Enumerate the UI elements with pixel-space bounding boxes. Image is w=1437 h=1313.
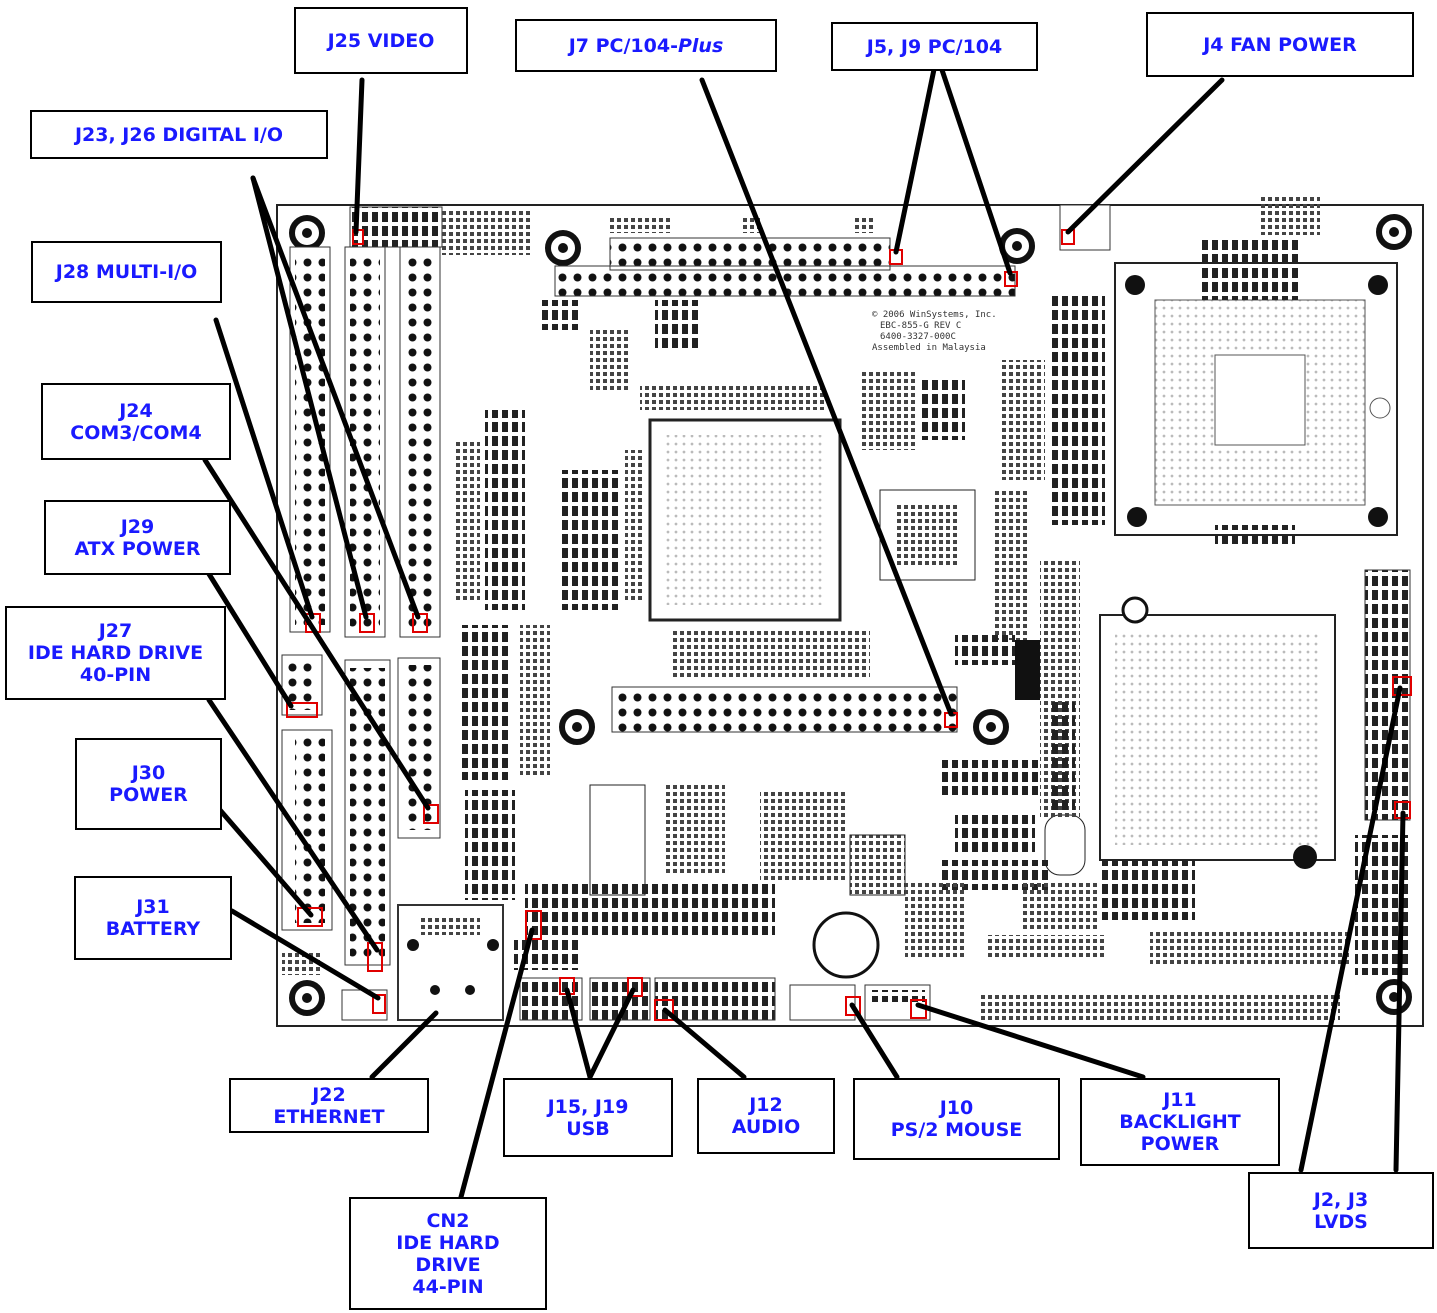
- label-j22-ethernet: J22 ETHERNET: [229, 1078, 429, 1133]
- label-line: J25 VIDEO: [327, 29, 435, 52]
- label-line: J31: [136, 896, 170, 918]
- leader-lines: [202, 52, 1406, 1200]
- silkscreen: © 2006 WinSystems, Inc. EBC-855-G REV C …: [872, 310, 997, 353]
- label-line: J2, J3: [1313, 1188, 1369, 1211]
- silk-origin: Assembled in Malaysia: [872, 343, 986, 353]
- label-line: J23, J26 DIGITAL I/O: [74, 123, 284, 146]
- label-j12-audio: J12 AUDIO: [697, 1078, 835, 1154]
- label-line: BATTERY: [105, 918, 201, 940]
- label-j25-video: J25 VIDEO: [294, 7, 468, 74]
- label-j24-com3-com4: J24 COM3/COM4: [41, 383, 231, 460]
- label-line: J15, J19: [547, 1095, 629, 1118]
- label-line: USB: [566, 1117, 610, 1140]
- label-j28-multi-io: J28 MULTI-I/O: [31, 241, 222, 303]
- label-line: J7 PC/104-Plus: [569, 35, 724, 57]
- label-j15-j19-usb: J15, J19 USB: [503, 1078, 673, 1157]
- label-line: J22: [312, 1083, 346, 1106]
- label-j27-ide-40pin: J27 IDE HARD DRIVE 40-PIN: [5, 606, 226, 700]
- label-line: 40-PIN: [79, 664, 152, 686]
- label-line: COM3/COM4: [70, 421, 202, 444]
- label-line: DRIVE: [415, 1253, 481, 1276]
- pc104plus-header: [611, 686, 958, 733]
- label-line: ATX POWER: [74, 537, 201, 560]
- label-line: ETHERNET: [273, 1105, 385, 1128]
- pin1-markers: [286, 229, 1412, 1021]
- label-line: PS/2 MOUSE: [890, 1119, 1023, 1141]
- label-j30-power: J30 POWER: [75, 738, 222, 830]
- label-line: J12: [749, 1094, 783, 1116]
- label-line: J5, J9 PC/104: [866, 35, 1003, 58]
- label-j2-j3-lvds: J2, J3 LVDS: [1248, 1172, 1434, 1249]
- label-text: J7 PC/104-: [568, 34, 678, 57]
- label-j4-fan-power: J4 FAN POWER: [1146, 12, 1414, 77]
- label-line: AUDIO: [731, 1116, 801, 1138]
- label-j10-ps2-mouse: J10 PS/2 MOUSE: [853, 1078, 1060, 1160]
- label-line: LVDS: [1314, 1210, 1368, 1233]
- label-j7-pc104plus: J7 PC/104-Plus: [515, 19, 777, 72]
- label-line: J29: [120, 515, 155, 538]
- label-line: J10: [939, 1097, 974, 1119]
- label-j11-backlight-power: J11 BACKLIGHT POWER: [1080, 1078, 1280, 1166]
- label-j29-atx-power: J29 ATX POWER: [44, 500, 231, 575]
- label-j5-j9-pc104: J5, J9 PC/104: [831, 22, 1038, 71]
- label-line: IDE HARD: [396, 1231, 500, 1254]
- silk-copyright: © 2006 WinSystems, Inc.: [872, 310, 997, 320]
- label-j31-battery: J31 BATTERY: [74, 876, 232, 960]
- label-line: J27: [98, 620, 133, 642]
- label-line: IDE HARD DRIVE: [27, 642, 204, 664]
- label-line: POWER: [1140, 1133, 1220, 1155]
- label-line: CN2: [426, 1209, 470, 1232]
- label-italic: Plus: [677, 34, 724, 57]
- label-line: J28 MULTI-I/O: [55, 261, 198, 283]
- label-line: BACKLIGHT: [1119, 1111, 1241, 1133]
- label-line: J11: [1163, 1089, 1197, 1111]
- label-line: 44-PIN: [412, 1275, 484, 1298]
- label-line: POWER: [109, 784, 188, 806]
- chips: [589, 262, 1398, 896]
- label-cn2-ide-44pin: CN2 IDE HARD DRIVE 44-PIN: [349, 1197, 547, 1310]
- label-line: J24: [119, 399, 153, 422]
- silk-part: 6400-3327-000C: [880, 332, 956, 342]
- label-j23-j26-digital-io: J23, J26 DIGITAL I/O: [30, 110, 328, 159]
- silk-model: EBC-855-G REV C: [880, 321, 961, 331]
- label-line: J4 FAN POWER: [1203, 33, 1357, 56]
- label-line: J30: [131, 762, 166, 784]
